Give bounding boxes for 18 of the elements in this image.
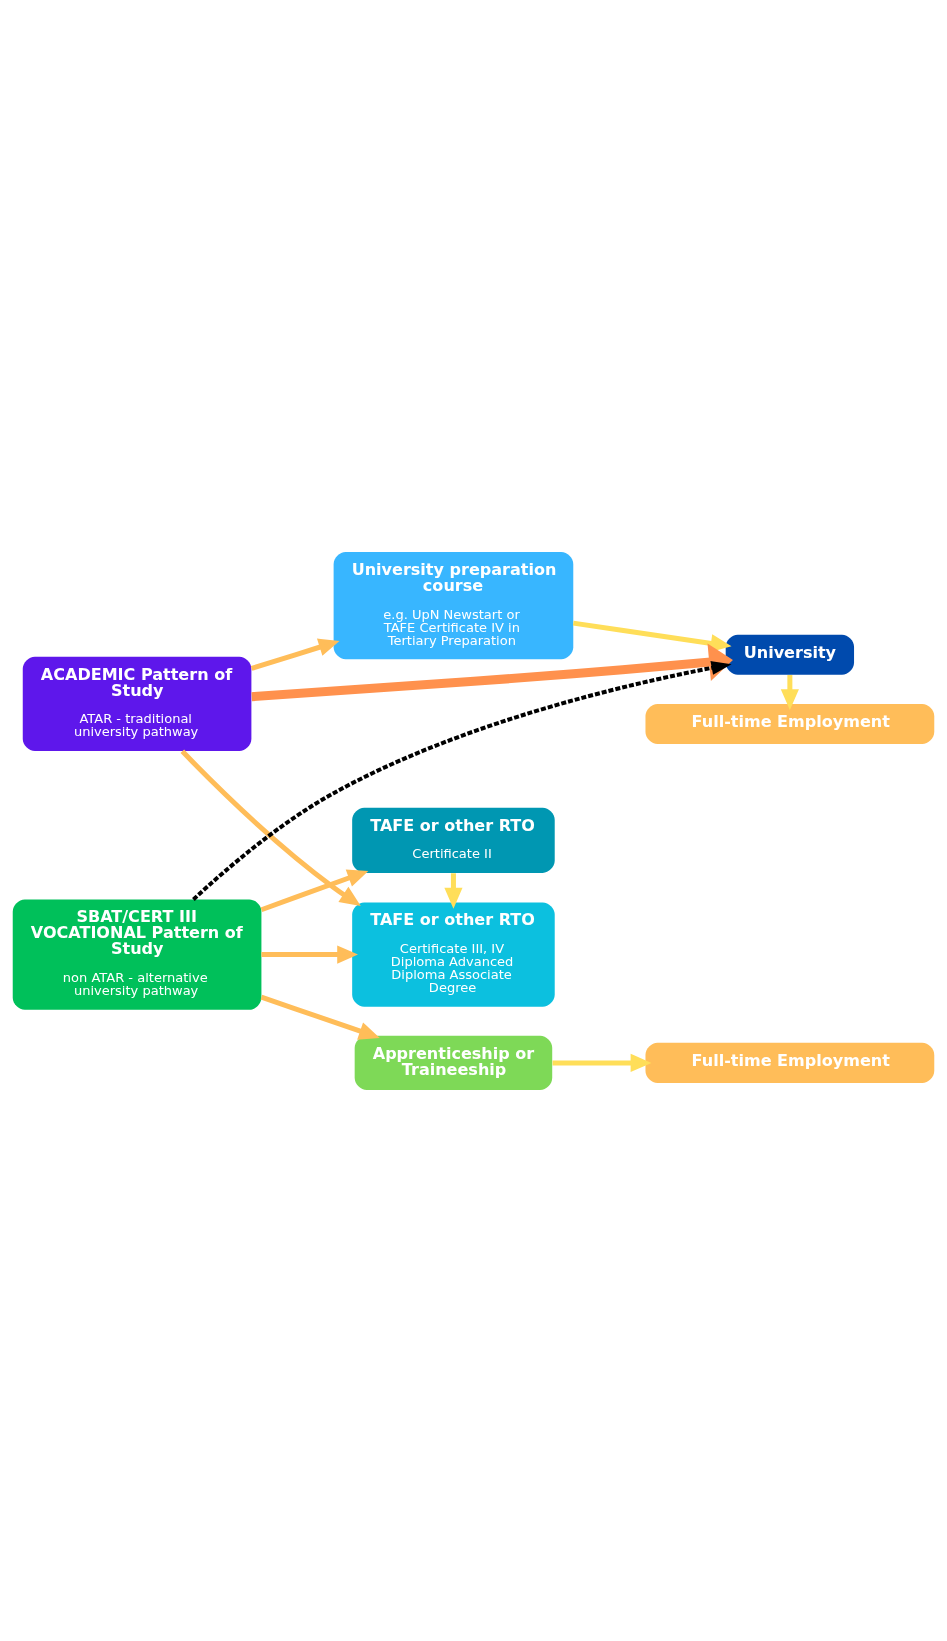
arrow [552,1053,652,1072]
arrow [180,749,361,906]
arrow [260,868,369,912]
node-box: TAFE or other RTO Certificate III, IV Diploma Advanced Diploma Associate Degree [352,901,555,1007]
node-box: University preparation course e.g. UpN Newstart or TAFE Certificate IV in Tertiary Preparation [333,551,574,659]
arrow [251,643,733,701]
arrow [261,945,358,964]
node-box: Apprenticeship or Traineeship [354,1035,553,1090]
node-box: ACADEMIC Pattern of Study ATAR - traditional university pathway [22,656,252,751]
arrow [260,994,380,1040]
node-box: TAFE or other RTO Certificate II [352,807,555,873]
arrow [250,638,340,671]
node-box: Full-time Employment [645,703,935,744]
arrow [572,620,732,652]
node-box: University [725,634,855,675]
node-box: Full-time Employment [645,1042,935,1083]
arrow [192,660,732,901]
node-box: SBAT/CERT III VOCATIONAL Pattern of Study non ATAR - alternative university pathway [12,898,262,1010]
